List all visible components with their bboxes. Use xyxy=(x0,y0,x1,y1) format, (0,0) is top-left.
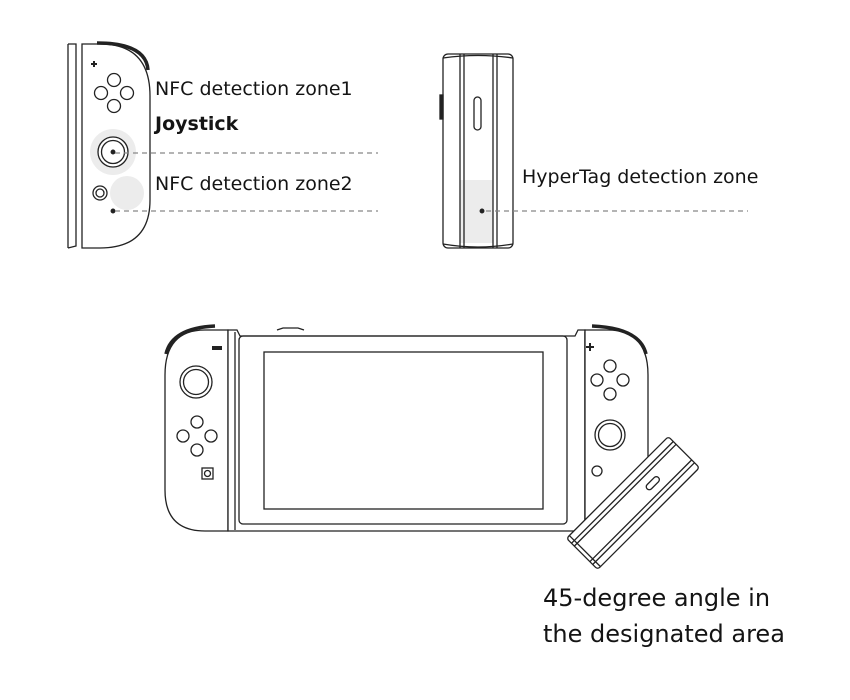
joycon-closeup xyxy=(67,41,378,249)
hypertag-closeup xyxy=(439,53,748,249)
instruction-line1: 45-degree angle in xyxy=(543,584,771,612)
instruction-line2: the designated area xyxy=(543,620,785,648)
label-nfc-zone2: NFC detection zone2 xyxy=(155,173,353,195)
nfc-zone2-highlight xyxy=(110,176,144,210)
label-joystick: Joystick xyxy=(155,113,239,135)
label-nfc-zone1: NFC detection zone1 xyxy=(155,78,353,100)
console-illustration xyxy=(164,324,699,569)
label-hypertag-zone: HyperTag detection zone xyxy=(522,166,759,188)
tilted-hypertag xyxy=(567,437,699,569)
